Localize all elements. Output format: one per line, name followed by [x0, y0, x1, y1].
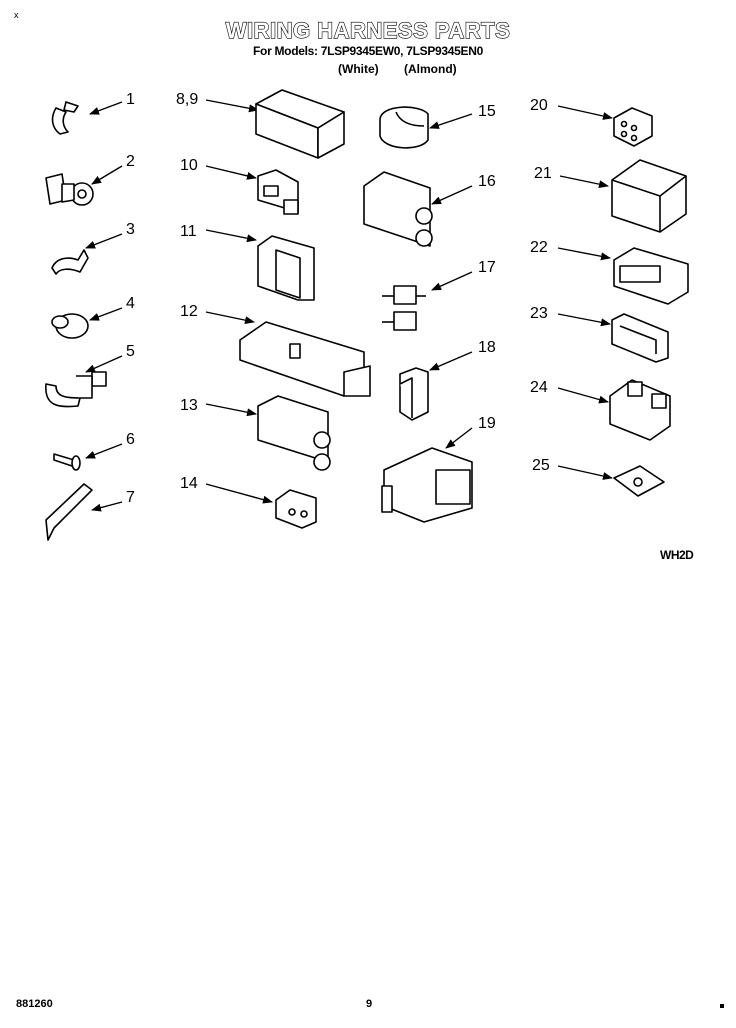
models-subtitle: For Models: 7LSP9345EW0, 7LSP9345EN0: [253, 44, 483, 58]
leader-arrow-17: [431, 271, 473, 291]
leader-arrow-18: [429, 351, 473, 371]
part-12-long-connector: [239, 321, 371, 397]
leader-arrow-22: [557, 247, 611, 261]
leader-arrow-5: [85, 355, 123, 373]
leader-arrow-12: [205, 311, 255, 325]
part-22-block: [613, 247, 689, 305]
leader-arrow-11: [205, 229, 257, 243]
callout-label-21: 21: [534, 165, 552, 182]
part-10-connector: [257, 169, 299, 215]
color-almond-label: (Almond): [404, 62, 457, 76]
callout-label-24: 24: [530, 379, 548, 396]
diagram-code: WH2D: [660, 548, 694, 562]
part-7-bracket: [45, 483, 93, 541]
leader-arrow-24: [557, 387, 609, 404]
leader-arrow-19: [445, 427, 473, 449]
leader-arrow-6: [85, 443, 123, 459]
part-19-multi-pin-connector: [381, 447, 473, 523]
part-13-plug: [257, 395, 331, 471]
part-17-splitter: [382, 285, 426, 331]
part-14-small-connector: [275, 489, 317, 529]
callout-label-5: 5: [126, 343, 135, 360]
callout-label-16: 16: [478, 173, 496, 190]
leader-arrow-10: [205, 165, 257, 180]
leader-arrow-4: [89, 307, 123, 321]
corner-mark: x: [14, 10, 19, 20]
document-number: 881260: [16, 998, 53, 1010]
corner-dot: [720, 1004, 724, 1008]
part-6-screw: [53, 453, 81, 471]
leader-arrow-23: [557, 313, 611, 327]
page-title: WIRING HARNESS PARTS: [225, 17, 511, 43]
callout-label-14: 14: [180, 475, 198, 492]
part-5-strap-clamp: [45, 371, 107, 408]
part-1-clip: [51, 101, 79, 135]
part-11-housing: [257, 235, 315, 301]
part-24-block: [609, 379, 671, 441]
leader-arrow-20: [557, 105, 613, 120]
part-18-latch: [399, 367, 429, 421]
callout-label-8-9: 8,9: [176, 91, 198, 108]
callout-label-17: 17: [478, 259, 496, 276]
callout-label-6: 6: [126, 431, 135, 448]
callout-label-13: 13: [180, 397, 198, 414]
callout-label-1: 1: [126, 91, 135, 108]
callout-label-15: 15: [478, 103, 496, 120]
callout-label-25: 25: [532, 457, 550, 474]
callout-label-3: 3: [126, 221, 135, 238]
part-15-sleeve: [379, 106, 429, 149]
part-4-ring-grommet: [51, 313, 89, 339]
callout-label-4: 4: [126, 295, 135, 312]
callout-label-7: 7: [126, 489, 135, 506]
color-white-label: (White): [338, 62, 379, 76]
part-25-board: [613, 465, 665, 497]
leader-arrow-2: [91, 165, 123, 185]
callout-label-11: 11: [180, 223, 197, 240]
part-21-cube-block: [611, 159, 687, 233]
callout-label-19: 19: [478, 415, 496, 432]
part-2-cable-clamp: [45, 173, 94, 206]
leader-arrow-21: [559, 175, 609, 189]
callout-label-22: 22: [530, 239, 548, 256]
page-number: 9: [366, 998, 373, 1010]
leader-arrow-14: [205, 483, 273, 504]
leader-arrow-3: [85, 233, 123, 249]
leader-arrow-1: [89, 101, 123, 115]
callout-label-23: 23: [530, 305, 548, 322]
leader-arrow-7: [91, 501, 123, 512]
part-16-plug: [363, 171, 433, 247]
callout-label-18: 18: [478, 339, 496, 356]
leader-arrow-15: [429, 113, 473, 129]
callout-label-10: 10: [180, 157, 198, 174]
leader-arrow-16: [431, 185, 473, 205]
part-8-9-terminal-block: [255, 89, 345, 159]
part-3-wire-clip: [51, 249, 89, 275]
callout-label-12: 12: [180, 303, 198, 320]
part-20-small-block: [613, 107, 653, 147]
callout-label-2: 2: [126, 153, 135, 170]
leader-arrow-8-9: [205, 99, 259, 113]
part-23-strip-connector: [611, 313, 669, 363]
leader-arrow-13: [205, 403, 257, 417]
callout-label-20: 20: [530, 97, 548, 114]
leader-arrow-25: [557, 465, 613, 480]
